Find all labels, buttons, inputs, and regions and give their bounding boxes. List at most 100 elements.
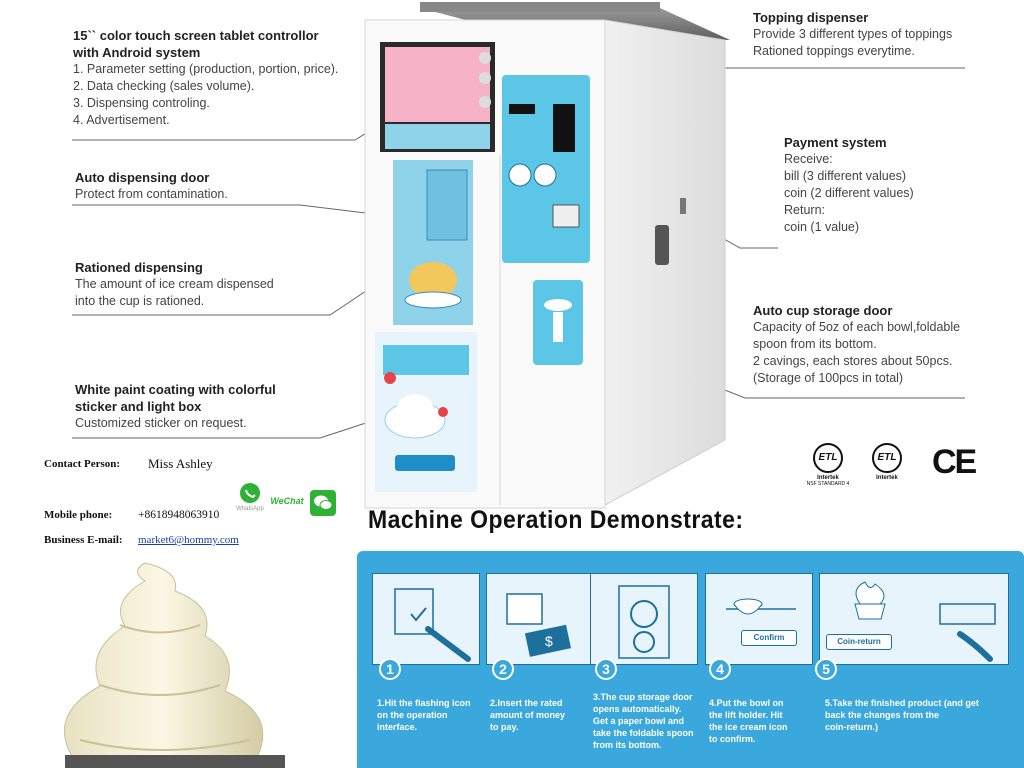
contact-phone-row: Mobile phone: +8618948063910 [44, 509, 219, 521]
callout-coating-line-1: Customized sticker on request. [75, 416, 247, 430]
hand-tap-icon [394, 588, 471, 662]
step-1-text-line: interface. [377, 722, 418, 732]
etl-cert-2: ETL Intertek [865, 443, 909, 481]
contact-person-label: Contact Person: [44, 458, 121, 470]
whatsapp-icon [240, 483, 260, 503]
step-4-text-line: 4.Put the bowl on [709, 698, 784, 708]
contact-email-row: Business E-mail: market6@hommy.com [44, 534, 239, 546]
step-5-number: 5 [815, 658, 837, 680]
cash-icon: $ [506, 593, 572, 657]
etl-logo-icon: ETL [813, 443, 843, 473]
step-5-text-line: back the changes from the [825, 710, 940, 720]
callout-topping-title: Topping dispenser [753, 10, 869, 25]
step-3-text-line: take the foldable spoon [593, 728, 694, 738]
step-4-text-line: the ice cream icon [709, 722, 788, 732]
contact-email-link[interactable]: market6@hommy.com [138, 534, 239, 546]
ce-mark: CE [932, 443, 977, 481]
cup-door-icon [618, 585, 670, 659]
step-1-number: 1 [379, 658, 401, 680]
callout-payment-line-5: coin (1 value) [784, 220, 860, 234]
step-3-text-line: 3.The cup storage door [593, 692, 693, 702]
step-1-illustration [372, 573, 480, 665]
callout-topping-line-2: Rationed toppings everytime. [753, 44, 915, 58]
step-1-text-line: on the operation [377, 710, 448, 720]
step-4-number: 4 [709, 658, 731, 680]
confirm-button: Confirm [741, 630, 797, 646]
step-1-text-line: 1.Hit the flashing icon [377, 698, 471, 708]
demo-panel: $ Confirm Coin-return 1 2 3 4 5 1.Hit th… [357, 551, 1024, 768]
step-2-text-line: to pay. [490, 722, 519, 732]
callout-topping-line-1: Provide 3 different types of toppings [753, 27, 953, 41]
step-5-illustration: Coin-return [819, 573, 1009, 665]
step-2-text-line: 2.Insert the rated [490, 698, 563, 708]
svg-text:$: $ [545, 633, 553, 649]
callout-payment-line-1: Receive: [784, 152, 833, 166]
callout-door-title: Auto dispensing door [75, 170, 210, 185]
step-3-text-line: Get a paper bowl and [593, 716, 685, 726]
step-2-text-line: amount of money [490, 710, 566, 720]
callout-payment-line-4: Return: [784, 203, 825, 217]
callout-cup-line-2: spoon from its bottom. [753, 337, 877, 351]
step-5-text-line: 5.Take the finished product (and get [825, 698, 979, 708]
callout-payment: Payment system Receive: bill (3 differen… [784, 134, 914, 236]
step-2-illustration: $ [486, 573, 594, 665]
callout-payment-line-2: bill (3 different values) [784, 169, 907, 183]
demo-title: Machine Operation Demonstrate: [368, 506, 744, 534]
callout-rationed-line-1: The amount of ice cream dispensed [75, 277, 274, 291]
etl-cert-1-brand: Intertek [817, 475, 839, 481]
step-4-illustration: Confirm [705, 573, 813, 665]
step-5-text-line: coin-return.) [825, 722, 878, 732]
callout-payment-title: Payment system [784, 135, 887, 150]
callout-cup-title: Auto cup storage door [753, 303, 893, 318]
callout-screen-line-2: 2. Data checking (sales volume). [73, 79, 255, 93]
step-5-text: 5.Take the finished product (and get bac… [825, 697, 979, 733]
coin-return-button: Coin-return [826, 634, 892, 650]
etl-cert-1: ETL Intertek NSF STANDARD 4 [806, 443, 850, 487]
step-3-illustration [590, 573, 698, 665]
step-2-number: 2 [492, 658, 514, 680]
callout-door: Auto dispensing door Protect from contam… [75, 169, 228, 203]
callout-cup: Auto cup storage door Capacity of 5oz of… [753, 302, 960, 387]
callout-cup-line-3: 2 cavings, each stores about 50pcs. [753, 354, 953, 368]
vending-machine-image [364, 2, 730, 509]
callout-cup-line-1: Capacity of 5oz of each bowl,foldable [753, 320, 961, 334]
whatsapp-label: WhatsApp [236, 506, 264, 512]
callout-rationed-line-2: into the cup is rationed. [75, 294, 205, 308]
etl-logo-icon-2: ETL [872, 443, 902, 473]
callout-screen: 15`` color touch screen tablet controllo… [73, 27, 338, 129]
contact-email-label: Business E-mail: [44, 534, 123, 546]
step-1-text: 1.Hit the flashing icon on the operation… [377, 697, 471, 733]
bowl-icon [726, 598, 796, 615]
ice-cream-image [63, 562, 285, 768]
step-3-text-line: opens automatically. [593, 704, 682, 714]
whatsapp-logo: WhatsApp [232, 482, 268, 512]
step-4-text-line: the lift holder. Hit [709, 710, 783, 720]
callout-coating: White paint coating with colorful sticke… [75, 381, 276, 432]
wechat-icon [310, 490, 336, 516]
callout-payment-line-3: coin (2 different values) [784, 186, 914, 200]
contact-phone-value: +8618948063910 [138, 509, 220, 521]
contact-person-row: Contact Person: Miss Ashley [44, 456, 213, 471]
step-4-text-line: to confirm. [709, 734, 756, 744]
callout-screen-title-1: 15`` color touch screen tablet controllo… [73, 28, 319, 43]
callout-topping: Topping dispenser Provide 3 different ty… [753, 9, 952, 60]
step-4-text: 4.Put the bowl on the lift holder. Hit t… [709, 697, 788, 745]
etl-cert-1-sub: NSF STANDARD 4 [806, 481, 850, 487]
etl-cert-2-brand: Intertek [876, 475, 898, 481]
step-2-text: 2.Insert the rated amount of money to pa… [490, 697, 565, 733]
callout-screen-line-4: 4. Advertisement. [73, 113, 170, 127]
step-3-text: 3.The cup storage door opens automatical… [593, 691, 694, 751]
wechat-label: WeChat [270, 496, 304, 506]
callout-rationed-title: Rationed dispensing [75, 260, 203, 275]
callout-coating-title-2: sticker and light box [75, 399, 202, 414]
step-3-text-line: from its bottom. [593, 740, 662, 750]
callout-rationed: Rationed dispensing The amount of ice cr… [75, 259, 274, 310]
step-3-number: 3 [595, 658, 617, 680]
finished-product-icon [854, 581, 996, 662]
callout-coating-title-1: White paint coating with colorful [75, 382, 276, 397]
callout-screen-line-3: 3. Dispensing controling. [73, 96, 210, 110]
callout-screen-title-2: with Android system [73, 45, 201, 60]
callout-door-line-1: Protect from contamination. [75, 187, 228, 201]
callout-screen-line-1: 1. Parameter setting (production, portio… [73, 62, 339, 76]
callout-cup-line-4: (Storage of 100pcs in total) [753, 371, 904, 385]
